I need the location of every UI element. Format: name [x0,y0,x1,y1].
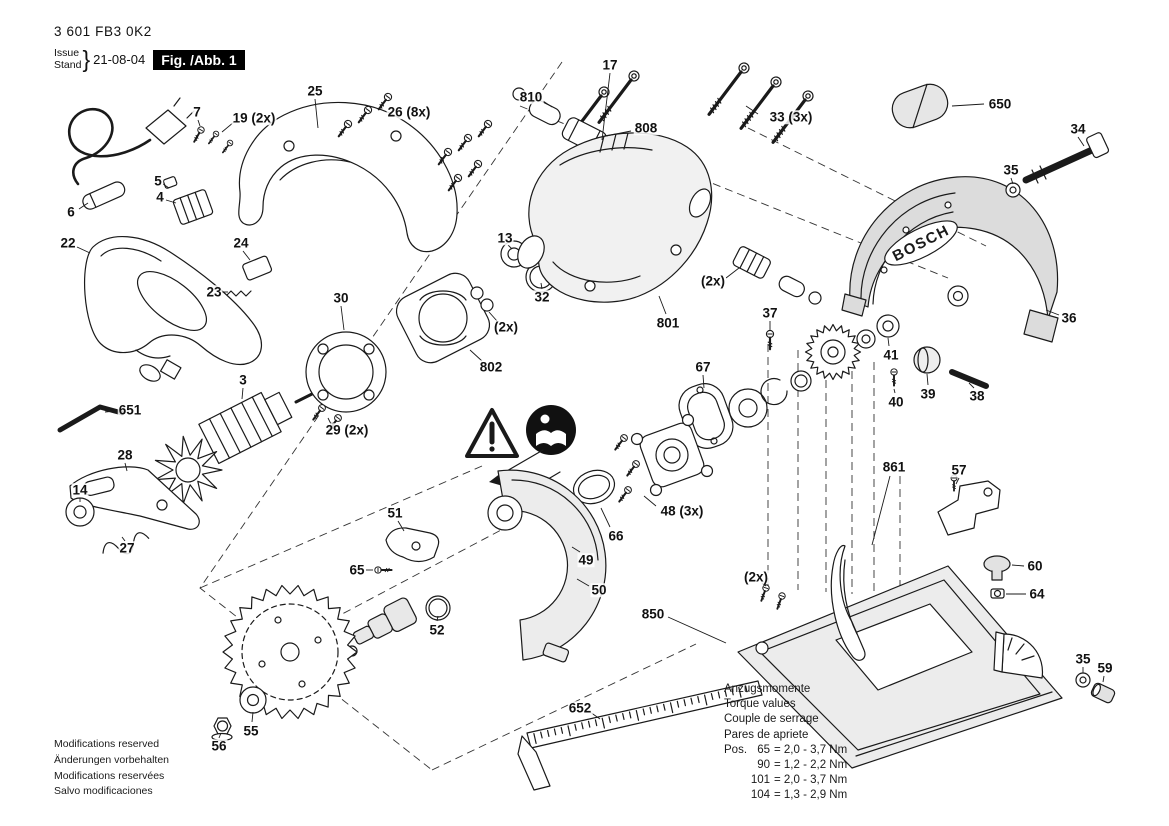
modifications-line: Änderungen vorbehalten [54,753,170,766]
gear-train-drawing [728,314,989,428]
bearing-flange-drawing [305,331,387,433]
issue-label-en: Issue [54,46,80,59]
part-number: 3 601 FB3 0K2 [54,24,152,39]
clamp-lever-drawing [65,466,200,555]
ruler-drawing [517,680,763,791]
read-manual-icon [526,405,576,455]
torque-title-line: Pares de apriete [724,728,809,741]
torque-title-line: Torque values [724,698,796,711]
armature-drawing [154,385,328,505]
modifications-line: Salvo modificaciones [54,785,153,798]
switch-drawing [162,124,273,297]
torque-rows: Pos.65= 2,0 - 3,7 Nm 90= 1,2 - 2,2 Nm 101=… [724,743,847,804]
torque-row: Pos.65= 2,0 - 3,7 Nm [724,743,848,756]
rear-handle-drawing [84,236,262,382]
guard-lever-drawing [373,527,451,621]
rod-34-drawing [1005,132,1110,198]
base-plate-drawing [737,544,1063,769]
torque-row: 90= 1,2 - 2,2 Nm [757,758,848,771]
warning-icon [465,408,519,458]
title-block: 3 601 FB3 0K2 Issue Stand } 21-08-04 Fig… [54,24,245,73]
sleeve-650-drawing [891,83,949,129]
torque-row: 101= 2,0 - 3,7 Nm [750,774,848,787]
figure-label: Fig. /Abb. 1 [153,49,245,70]
torque-title-line: Anzugsmomente [724,683,811,695]
upper-blade-guard-drawing: BOSCH [841,176,1059,343]
bearing-plate-drawing [572,413,714,505]
motor-housing-drawing [517,132,713,303]
cable-sleeve-drawing [82,181,126,210]
saw-blade-drawing [211,584,358,742]
lower-blade-guard-drawing [487,469,607,663]
modifications-line: Modifications reserved [54,738,160,750]
coupler-drawing [732,246,822,305]
torque-title-line: Couple de serrage [724,713,819,726]
issue-date: 21-08-04 [93,52,146,67]
stator-drawing [395,272,494,364]
brace-glyph: } [82,46,91,72]
torque-row: 104= 1,3 - 2,9 Nm [750,789,848,802]
issue-label-de: Stand [54,58,82,71]
modifications-line: Modifications reservées [54,769,165,782]
top-handle-drawing [238,101,458,253]
